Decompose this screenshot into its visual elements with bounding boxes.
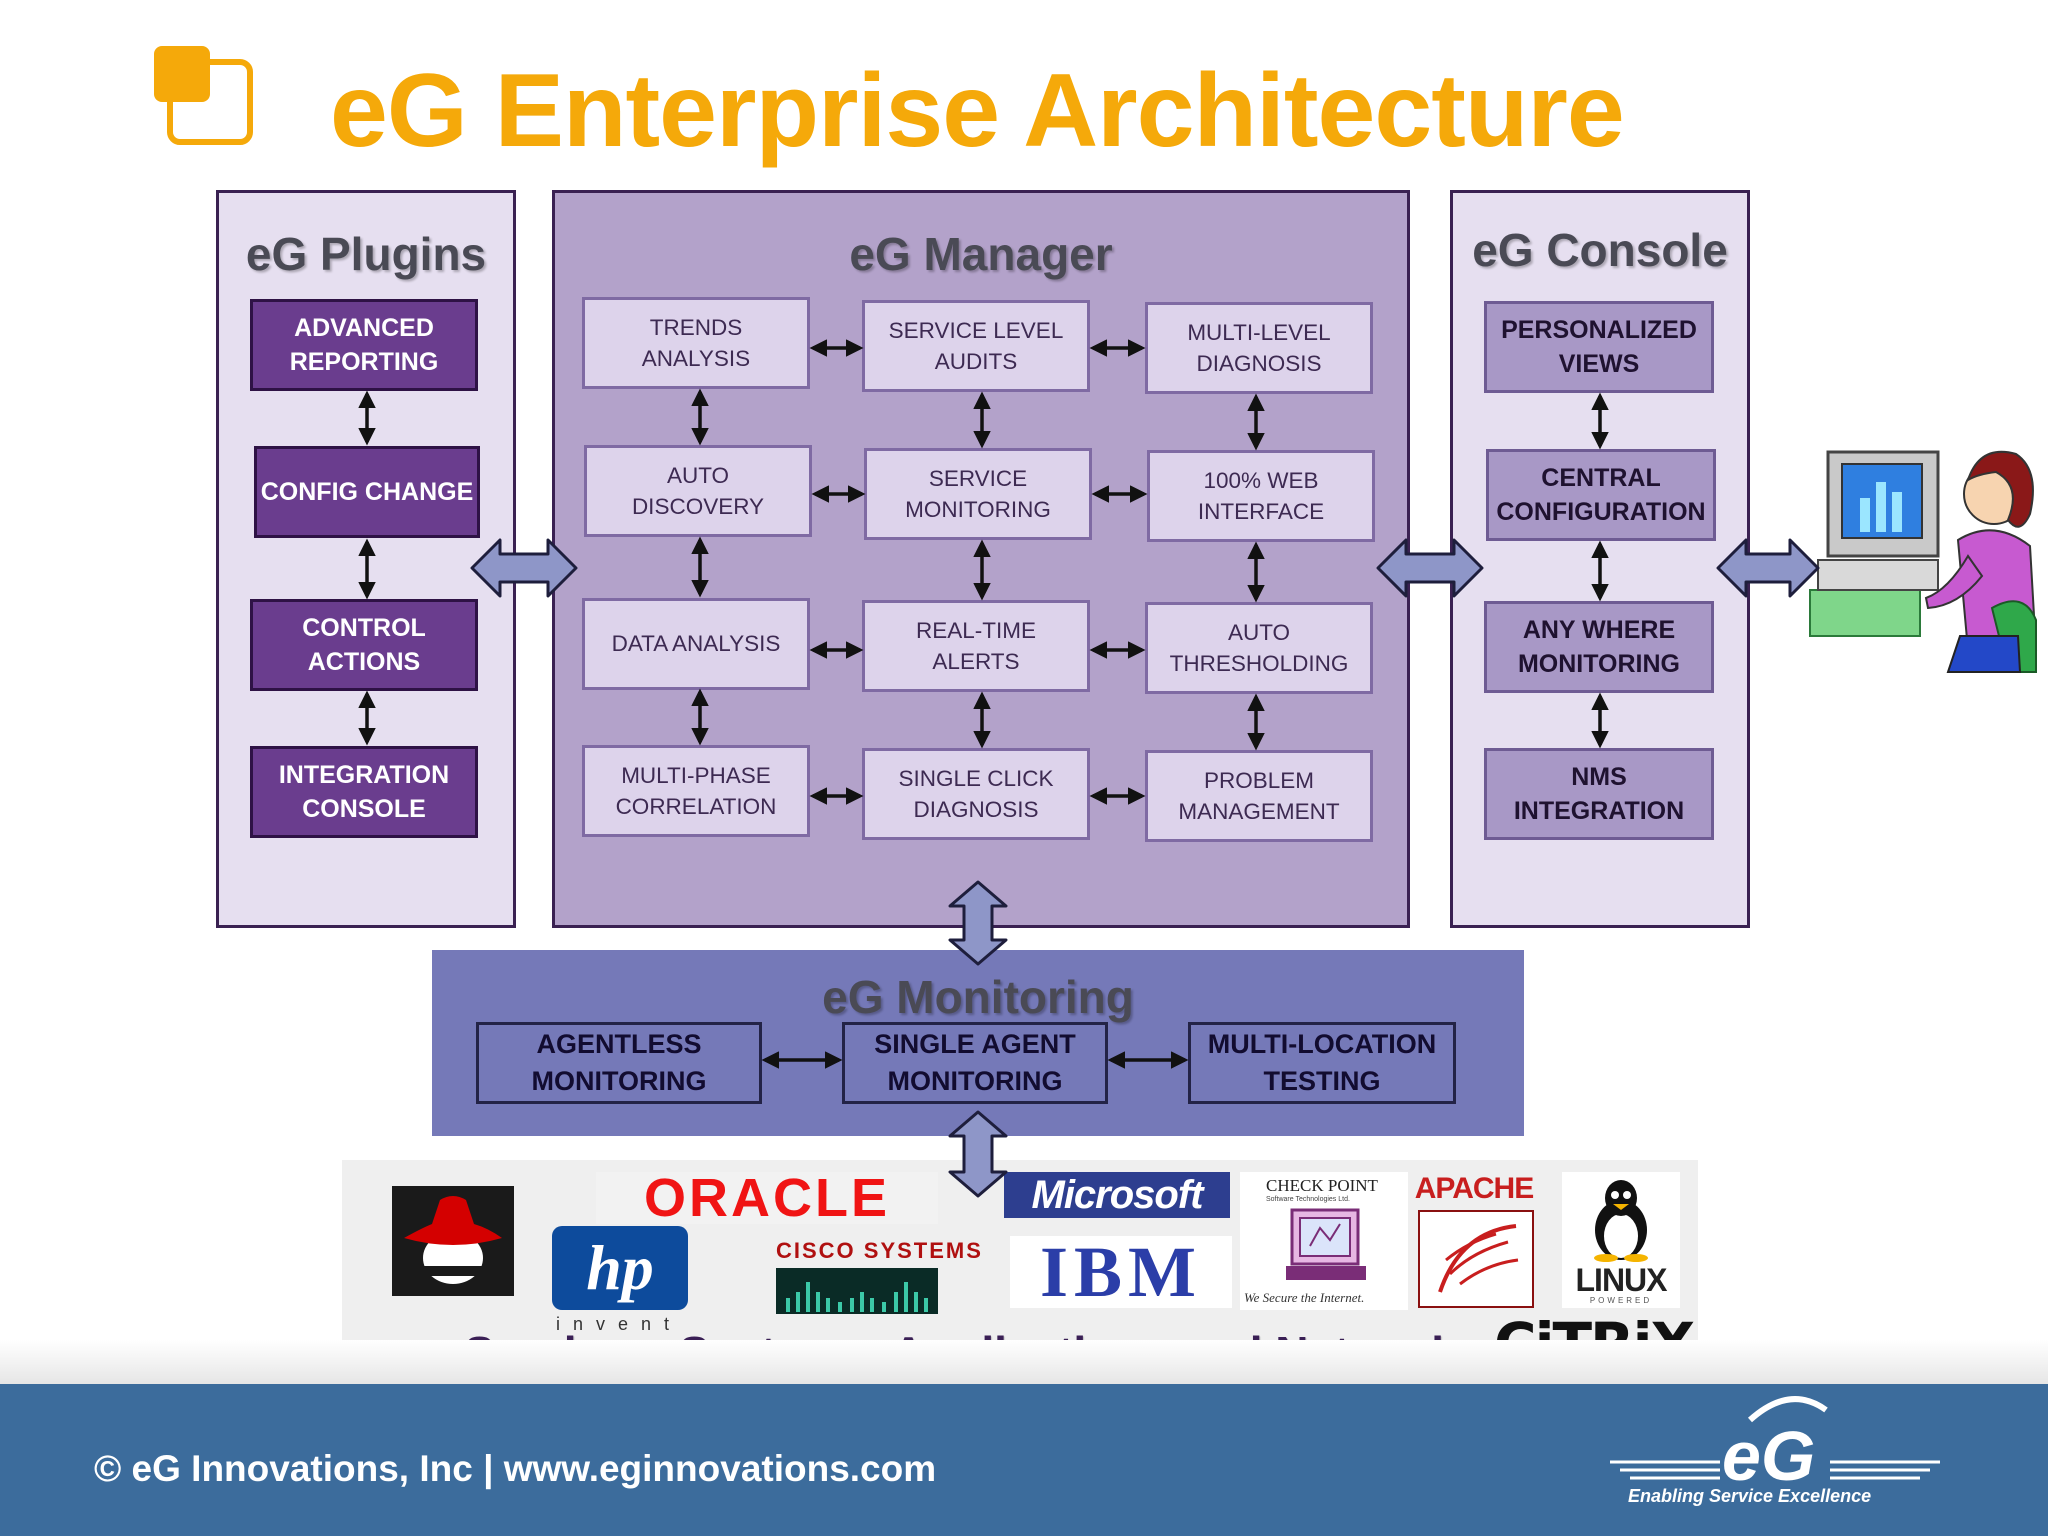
redhat-logo [392,1186,514,1296]
hp-logo: hp [552,1226,688,1310]
linux-text: LINUX [1575,1262,1668,1298]
footer-tagline: Enabling Service Excellence [1628,1486,1872,1506]
user-computer-illustration [1808,440,2040,676]
manager-title: eG Manager [849,228,1113,280]
ibm-text: IBM [1040,1231,1202,1312]
checkpoint-text: CHECK POINT [1266,1176,1378,1195]
oracle-text: ORACLE [644,1168,890,1228]
mgr-problem-management: PROBLEM MANAGEMENT [1145,750,1373,842]
mon-single-agent-monitoring: SINGLE AGENT MONITORING [842,1022,1108,1104]
mgr-single-click-diagnosis: SINGLE CLICK DIAGNOSIS [862,748,1090,840]
mon-multi-location-testing: MULTI-LOCATION TESTING [1188,1022,1456,1104]
linux-logo: LINUX POWERED [1562,1172,1680,1308]
mgr-auto-thresholding: AUTO THRESHOLDING [1145,602,1373,694]
checkpoint-logo: CHECK POINT Software Technologies Ltd. W… [1240,1172,1408,1310]
mgr-auto-discovery: AUTO DISCOVERY [584,445,812,537]
mgr-service-level-audits: SERVICE LEVEL AUDITS [862,300,1090,392]
plugin-integration-console: INTEGRATION CONSOLE [250,746,478,838]
plugin-advanced-reporting: ADVANCED REPORTING [250,299,478,391]
hp-invent-text: i n v e n t [556,1314,674,1334]
mgr-multi-level-diagnosis: MULTI-LEVEL DIAGNOSIS [1145,302,1373,394]
tux-icon [1594,1180,1648,1262]
page-title: eG Enterprise Architecture [330,53,1625,169]
microsoft-logo: Microsoft [1004,1172,1230,1218]
console-title: eG Console [1472,224,1728,276]
mgr-trends-analysis: TRENDS ANALYSIS [582,297,810,389]
ibm-logo: IBM [1010,1232,1232,1312]
mgr-real-time-alerts: REAL-TIME ALERTS [862,600,1090,692]
oracle-logo: ORACLE [596,1168,938,1228]
footer-bar [0,1384,2048,1536]
mgr-multi-phase-correlation: MULTI-PHASE CORRELATION [582,745,810,837]
plugins-title: eG Plugins [245,228,487,280]
mgr-data-analysis: DATA ANALYSIS [582,598,810,690]
title-icon [150,42,260,152]
checkpoint-tagline: We Secure the Internet. [1244,1290,1365,1305]
apache-text: APACHE [1414,1172,1534,1205]
apache-logo: APACHE [1414,1172,1534,1310]
plugin-control-actions: CONTROL ACTIONS [250,599,478,691]
eg-logo-text: eG [1722,1417,1816,1495]
eg-footer-logo: eG Enabling Service Excellence [1600,1390,1950,1510]
mgr-service-monitoring: SERVICE MONITORING [864,448,1092,540]
footer-copyright: © eG Innovations, Inc | www.eginnovation… [94,1448,937,1489]
footer-fade [0,1340,2048,1384]
microsoft-text: Microsoft [1031,1172,1204,1217]
cisco-bars [776,1268,938,1314]
console-central-configuration: CENTRAL CONFIGURATION [1486,449,1716,541]
console-nms-integration: NMS INTEGRATION [1484,748,1714,840]
linux-sub-text: POWERED [1589,1296,1653,1305]
mgr-web-interface: 100% WEB INTERFACE [1147,450,1375,542]
hp-text: hp [586,1232,654,1303]
apache-feather [1418,1210,1534,1308]
checkpoint-sub-text: Software Technologies Ltd. [1266,1196,1350,1203]
console-anywhere-monitoring: ANY WHERE MONITORING [1484,601,1714,693]
mon-agentless-monitoring: AGENTLESS MONITORING [476,1022,762,1104]
checkpoint-graphic [1286,1208,1366,1280]
monitoring-title: eG Monitoring [822,971,1134,1023]
plugin-config-change: CONFIG CHANGE [254,446,480,538]
console-personalized-views: PERSONALIZED VIEWS [1484,301,1714,393]
